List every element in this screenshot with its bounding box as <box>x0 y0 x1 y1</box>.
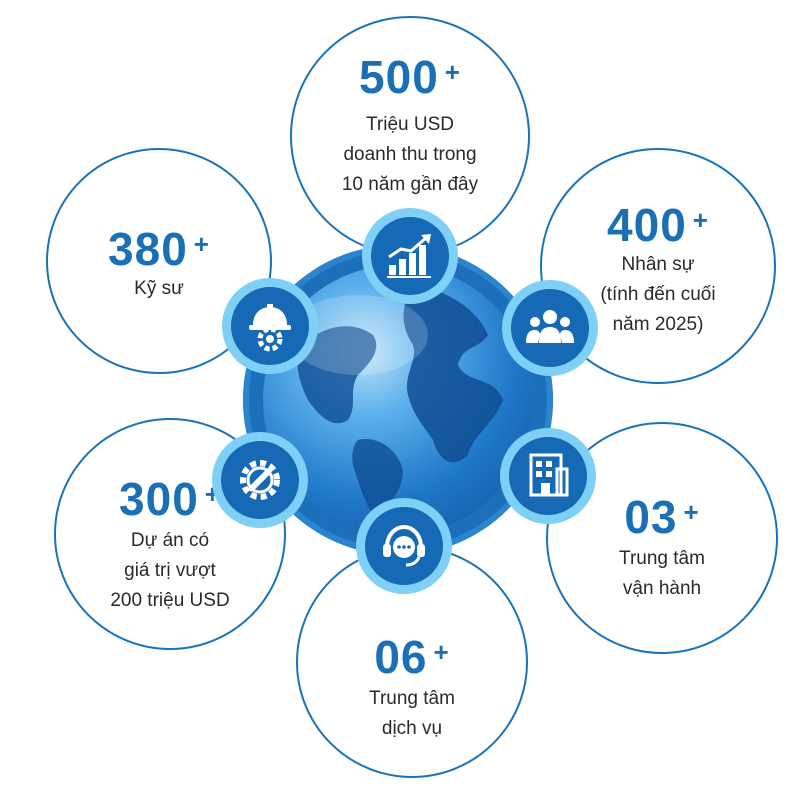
stat-engineers-number: 380+ <box>48 226 270 272</box>
stat-centers-description: Trung tâm vận hành <box>619 548 705 599</box>
stat-service-value: 06 <box>374 631 428 683</box>
stat-staff-number: 400+ <box>542 202 774 248</box>
growth-chart-icon <box>362 208 458 304</box>
customer-support-headset-icon <box>356 498 452 594</box>
office-building-icon <box>500 428 596 524</box>
gear-wrench-icon <box>212 432 308 528</box>
stat-staff-description: Nhân sự (tính đến cuối năm 2025) <box>600 254 716 335</box>
stat-service-number: 06+ <box>298 634 526 680</box>
stat-centers-number: 03+ <box>548 494 776 540</box>
people-group-icon <box>502 280 598 376</box>
stat-revenue-description: Triệu USD doanh thu trong 10 năm gần đây <box>341 114 479 195</box>
stat-projects-value: 300 <box>119 473 199 525</box>
engineer-helmet-gear-icon <box>222 278 318 374</box>
stat-revenue-number: 500+ <box>292 54 528 100</box>
stat-revenue: 500+ Triệu USD doanh thu trong 10 năm gầ… <box>290 16 530 256</box>
stat-engineers-value: 380 <box>108 223 188 275</box>
stat-staff-value: 400 <box>607 199 687 251</box>
stat-service-suffix: + <box>433 637 450 667</box>
stat-projects-description: Dự án có giá trị vượt 200 triệu USD <box>110 530 230 611</box>
stat-revenue-value: 500 <box>359 51 439 103</box>
stat-staff-suffix: + <box>692 205 709 235</box>
stat-centers-suffix: + <box>683 497 700 527</box>
stat-engineers-suffix: + <box>193 229 210 259</box>
stat-centers-value: 03 <box>624 491 678 543</box>
stat-service-description: Trung tâm dịch vụ <box>369 688 455 739</box>
stat-engineers-description: Kỹ sư <box>134 278 184 299</box>
stat-revenue-suffix: + <box>444 57 461 87</box>
stat-projects-number: 300+ <box>56 476 284 522</box>
